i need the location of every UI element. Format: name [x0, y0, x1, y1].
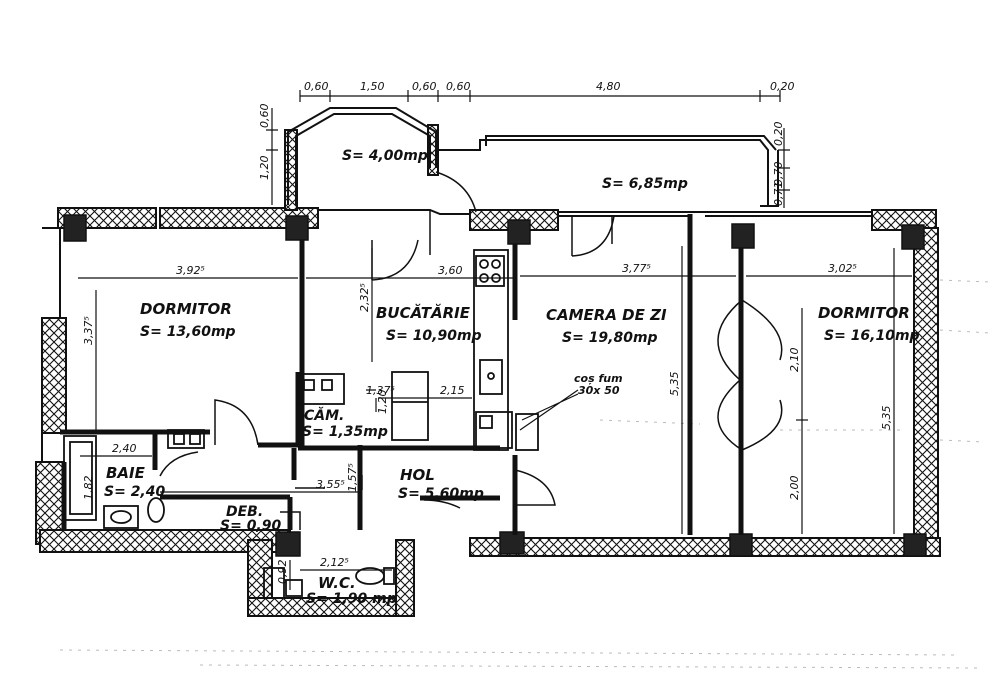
- room-deb-area: S= 0,90: [220, 518, 281, 534]
- room-hol-area: S= 5,60mp: [398, 486, 484, 502]
- room-camera-name: CAMERA DE ZI: [546, 306, 667, 324]
- dim-hol-157: 1,57⁵: [346, 463, 359, 492]
- dim-215: 2,15: [440, 384, 465, 397]
- dim-hol-355: 3,55⁵: [316, 478, 345, 491]
- dim-top-060b: 0,60: [412, 80, 437, 93]
- room-baie-area: S= 2,40: [104, 484, 165, 500]
- room-wc-name: W.C.: [318, 574, 356, 592]
- dim-top-020: 0,20: [770, 80, 795, 93]
- dim-dorm2-height: 5,35: [880, 406, 893, 431]
- room-bucatarie-name: BUCĂTĂRIE: [376, 303, 471, 322]
- outline-walls: [41, 107, 872, 462]
- dim-wc-092: 0,92: [276, 560, 289, 585]
- room-wc-area: S= 1,90 mp: [306, 591, 397, 607]
- room-camara-area: S= 1,35mp: [302, 424, 388, 440]
- room-dormitor-1-area: S= 13,60mp: [140, 324, 236, 340]
- room-dormitor-1-name: DORMITOR: [140, 300, 232, 318]
- room-bucatarie-area: S= 10,90mp: [386, 328, 482, 344]
- dim-baie-240: 2,40: [112, 442, 137, 455]
- dim-camara-137: 1,37⁵: [366, 384, 395, 397]
- dim-cam-width: 3,77⁵: [622, 262, 651, 275]
- dim-left-120: 1,20: [258, 156, 271, 181]
- room-baie-name: BAIE: [106, 464, 146, 482]
- chimney-size: 30x 50: [578, 384, 620, 397]
- room-labels: DORMITOR S= 13,60mp BUCĂTĂRIE S= 10,90mp…: [104, 148, 920, 607]
- dim-camara-120: 1,20: [376, 390, 389, 415]
- dim-right-071: 0,71: [772, 182, 785, 207]
- scan-noise: [59, 279, 991, 669]
- dim-top-150: 1,50: [360, 80, 385, 93]
- dim-dorm2-210: 2,10: [788, 348, 801, 373]
- room-dormitor-2-name: DORMITOR: [818, 304, 910, 322]
- room-hol-name: HOL: [400, 466, 435, 484]
- dim-top-060c: 0,60: [446, 80, 471, 93]
- dim-left-060: 0,60: [258, 104, 271, 129]
- dim-wc-212: 2,12⁵: [320, 556, 349, 569]
- dim-top-060a: 0,60: [304, 80, 329, 93]
- dim-buc-height: 2,32⁵: [358, 283, 371, 312]
- chimney-label: coș fum: [574, 372, 623, 385]
- dim-right-070: 0,70: [772, 162, 785, 187]
- dimension-labels: 0,60 1,50 0,60 0,60 4,80 0,20 0,60 1,20 …: [82, 80, 893, 584]
- doors: [159, 171, 783, 530]
- dim-dorm1-width: 3,92⁵: [176, 264, 205, 277]
- dim-cam-height: 5,35: [668, 372, 681, 397]
- dim-right-020: 0,20: [772, 122, 785, 147]
- dimension-lines: [78, 90, 912, 590]
- dim-buc-width: 3,60: [438, 264, 463, 277]
- fixtures: [63, 249, 539, 599]
- room-camera-area: S= 19,80mp: [562, 330, 658, 346]
- dim-dorm1-height: 3,37⁵: [82, 316, 95, 345]
- dim-dorm2-200: 2,00: [788, 476, 801, 501]
- dim-top-480: 4,80: [596, 80, 621, 93]
- room-dormitor-2-area: S= 16,10mp: [824, 328, 920, 344]
- balcony-1-area: S= 4,00mp: [342, 148, 428, 164]
- pillars: [63, 214, 927, 557]
- room-camara-name: CĂM.: [304, 406, 344, 424]
- exterior-walls: [35, 124, 941, 617]
- room-deb-name: DEB.: [226, 504, 263, 520]
- dim-baie-182: 1,82: [82, 476, 95, 501]
- balcony-2-area: S= 6,85mp: [602, 176, 688, 192]
- dim-dorm2-width: 3,02⁵: [828, 262, 857, 275]
